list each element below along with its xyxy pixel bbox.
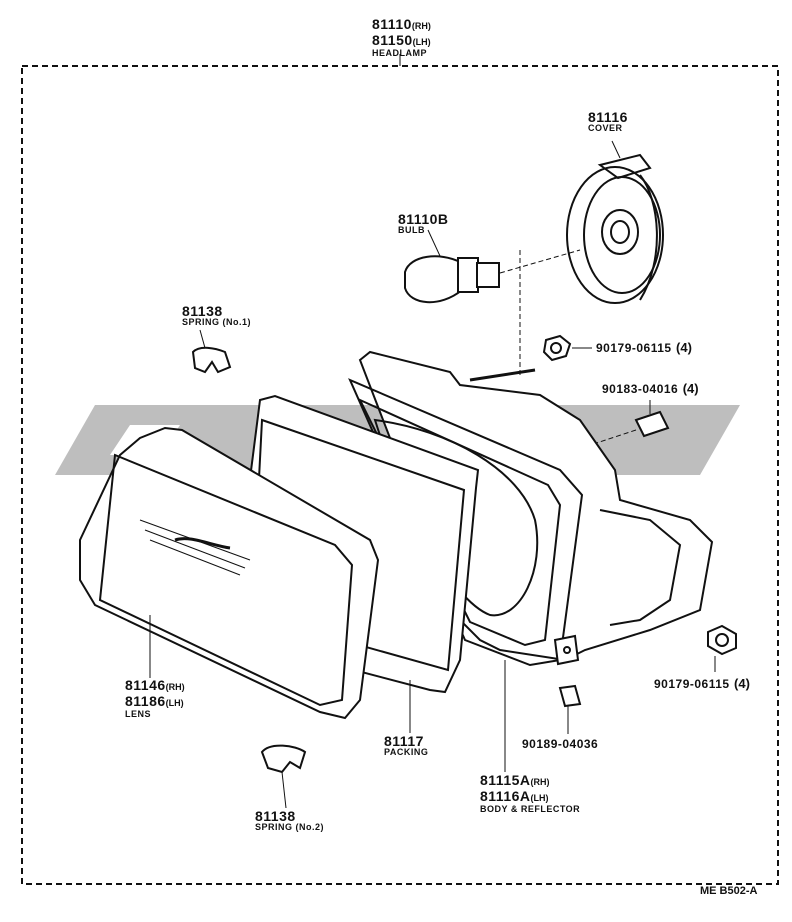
spring-no2-part-number: 81138 <box>255 808 296 824</box>
headlamp-lh-part-number: 81150 <box>372 32 413 48</box>
lens-name: LENS <box>125 709 152 719</box>
packing-label: 81117 PACKING <box>384 734 428 757</box>
nut-right-label: 90179-06115 (4) <box>654 676 750 692</box>
lens-lh-part-number: 81186 <box>125 693 166 709</box>
cover-label: 81116 COVER <box>588 110 628 133</box>
nut-top-label: 90179-06115 (4) <box>596 340 692 356</box>
headlamp-rh-part-number: 81110 <box>372 16 412 32</box>
spring-no1-name: SPRING (No.1) <box>182 317 252 327</box>
spring-no1-drawing <box>191 329 232 374</box>
spring-no1-label: 81138 SPRING (No.1) <box>182 304 251 327</box>
packing-part-number: 81117 <box>384 733 424 749</box>
headlamp-lh-suffix: (LH) <box>412 37 431 47</box>
diagram-code: ME B502-A <box>700 885 758 897</box>
body-reflector-name: BODY & REFLECTOR <box>480 804 581 814</box>
spring-no2-drawing <box>260 744 307 809</box>
body-rh-part-number: 81115A <box>480 772 531 788</box>
spring-no2-label: 81138 SPRING (No.2) <box>255 809 324 832</box>
cover-part-number: 81116 <box>588 109 628 125</box>
spring-no2-name: SPRING (No.2) <box>255 822 325 832</box>
body-reflector-label: 81115A(RH) 81116A(LH) BODY & REFLECTOR <box>480 773 580 814</box>
nut-right-drawing <box>707 624 737 672</box>
leader-lines <box>149 615 506 772</box>
headlamp-rh-suffix: (RH) <box>411 21 431 31</box>
body-lh-suffix: (LH) <box>530 793 549 803</box>
clip-bottom-label: 90189-04036 <box>522 736 598 752</box>
nut-right-part-number: 90179-06115 <box>654 677 730 691</box>
clip-bottom-drawing <box>558 684 582 734</box>
bulb-label: 81110B BULB <box>398 212 449 235</box>
lens-rh-suffix: (RH) <box>165 682 185 692</box>
cover-drawing <box>566 140 664 304</box>
bulb-name: BULB <box>398 225 425 235</box>
bulb-drawing <box>404 229 581 304</box>
headlamp-label: 81110(RH) 81150(LH) HEADLAMP <box>372 17 431 58</box>
headlamp-name: HEADLAMP <box>372 48 427 58</box>
lens-lh-suffix: (LH) <box>165 698 184 708</box>
lens-rh-part-number: 81146 <box>125 677 166 693</box>
bulb-part-number: 81110B <box>398 211 449 227</box>
nut-top-quantity: (4) <box>676 340 692 355</box>
packing-name: PACKING <box>384 747 429 757</box>
clip-top-part-number: 90183-04016 <box>602 382 679 396</box>
nut-right-quantity: (4) <box>734 676 750 691</box>
body-rh-suffix: (RH) <box>530 777 550 787</box>
lens-label: 81146(RH) 81186(LH) LENS <box>125 678 185 719</box>
nut-top-part-number: 90179-06115 <box>596 341 672 355</box>
spring-no1-part-number: 81138 <box>182 303 223 319</box>
assembly-boundary <box>21 65 779 885</box>
cover-name: COVER <box>588 123 623 133</box>
lens-drawing <box>79 426 380 720</box>
clip-bottom-part-number: 90189-04036 <box>522 737 599 751</box>
body-lh-part-number: 81116A <box>480 788 531 804</box>
clip-top-label: 90183-04016 (4) <box>602 381 699 397</box>
clip-top-quantity: (4) <box>682 381 699 396</box>
nut-top-drawing <box>542 334 592 362</box>
